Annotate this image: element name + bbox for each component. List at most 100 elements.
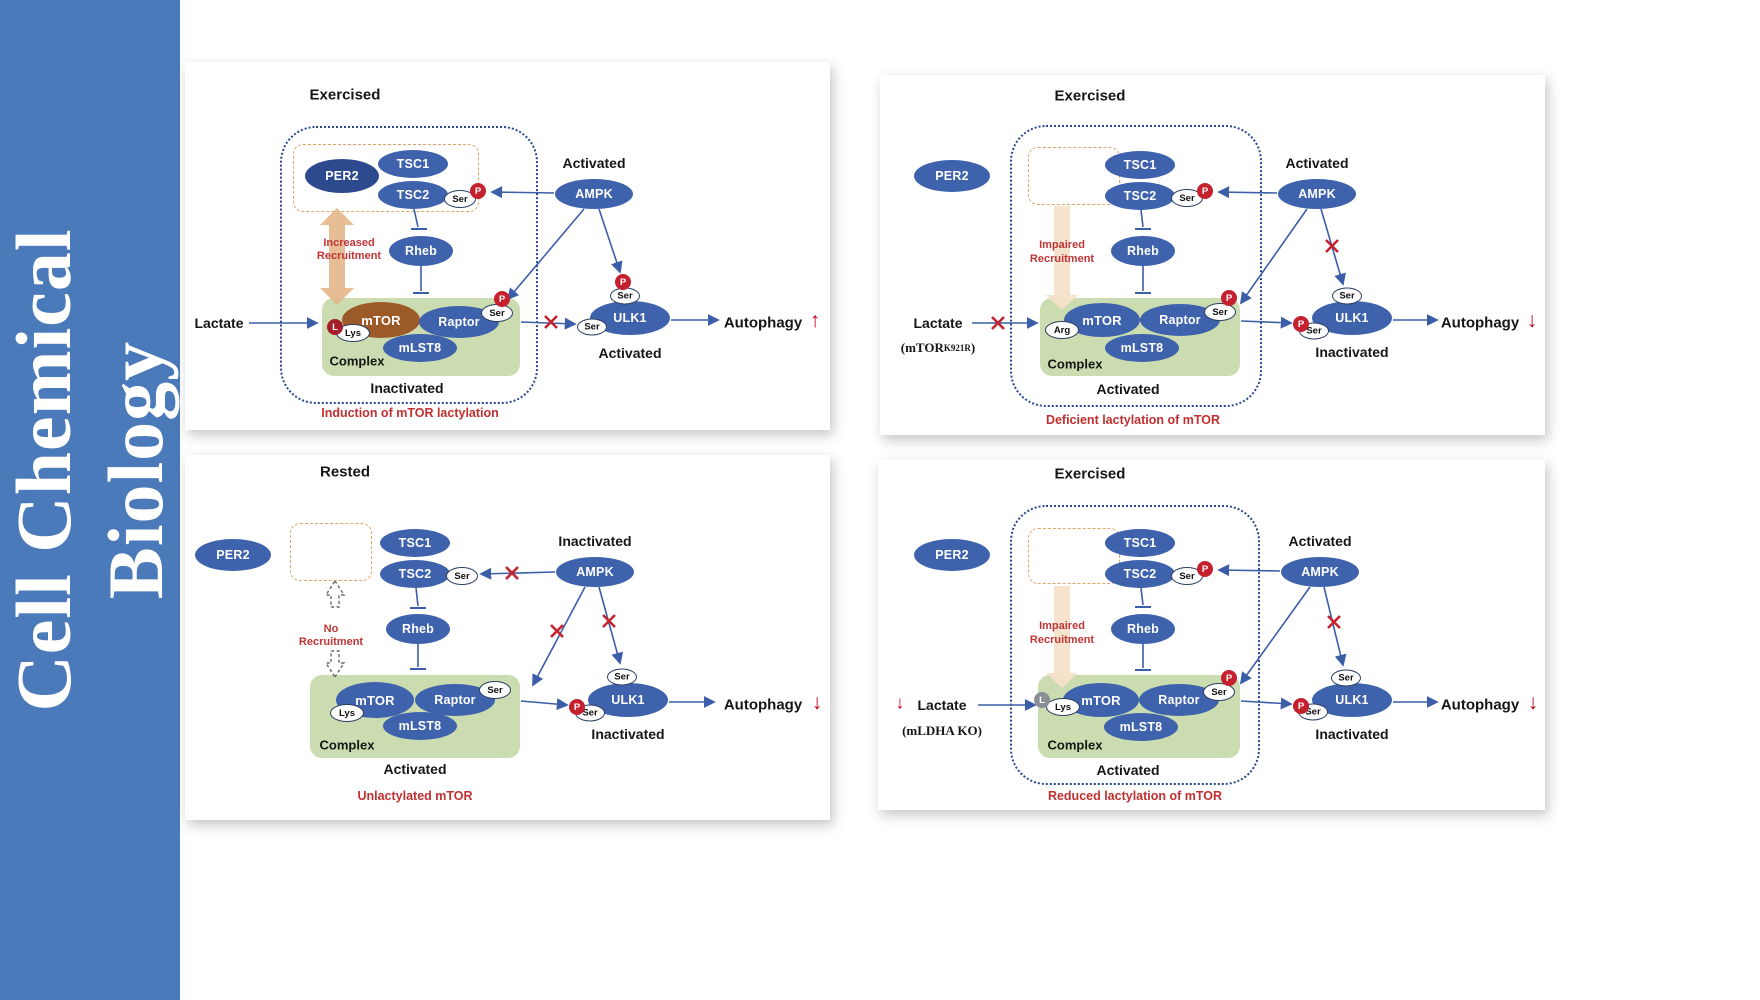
ampk-to-complex-arrow bbox=[506, 208, 585, 301]
lactate-label: Lactate bbox=[913, 315, 963, 331]
complex-label: Complex bbox=[329, 353, 385, 369]
tsc2-rheb-line bbox=[413, 208, 419, 228]
panel-title: Exercised bbox=[309, 86, 381, 104]
autophagy-label: Autophagy bbox=[723, 696, 803, 714]
ulk1-phospho-badge: P bbox=[615, 274, 631, 290]
journal-title: Cell Chemical Biology bbox=[0, 228, 182, 711]
raptor-ser-badge: Ser bbox=[481, 304, 513, 322]
panel-caption: Induction of mTOR lactylation bbox=[321, 406, 499, 420]
lys-badge: Lys bbox=[330, 704, 364, 722]
ulk1-state-label: Inactivated bbox=[1315, 344, 1389, 360]
pathway-dotted-box bbox=[1010, 505, 1260, 785]
mutant-sup: K921R bbox=[943, 342, 971, 353]
lactyl-badge: L bbox=[1034, 692, 1050, 708]
ampk-tsc2-blocked-x-icon bbox=[505, 566, 519, 580]
ulk1-ser-top-badge: Ser bbox=[1331, 669, 1361, 687]
ampk-node: AMPK bbox=[555, 179, 633, 209]
ampk-state-label: Activated bbox=[1285, 155, 1349, 171]
complex-state-label: Activated bbox=[1096, 762, 1160, 778]
journal-sidebar: Cell Chemical Biology bbox=[0, 0, 180, 1000]
complex-to-ulk1-arrow bbox=[1240, 697, 1293, 710]
complex-label: Complex bbox=[319, 737, 375, 753]
knockout-label: (mLDHA KO) bbox=[902, 723, 982, 738]
lactyl-badge: L bbox=[327, 319, 343, 335]
tsc2-rheb-line bbox=[415, 587, 419, 607]
ampk-to-tsc2-arrow bbox=[1217, 564, 1281, 577]
ampk-to-tsc2-arrow bbox=[1217, 186, 1278, 199]
recruitment-label-line2: Recruitment bbox=[298, 636, 364, 648]
ulk1-ser-top-badge: Ser bbox=[610, 287, 640, 305]
tsc2-phospho-badge: P bbox=[470, 183, 486, 199]
lactate-blocked-x-icon bbox=[991, 316, 1005, 330]
ampk-to-ulk1-arrow bbox=[598, 208, 623, 274]
ulk1-ser-left-badge: Ser bbox=[577, 318, 607, 336]
mlst8-node: mLST8 bbox=[1105, 334, 1179, 362]
raptor-phospho-badge: P bbox=[494, 291, 510, 307]
complex-state-label: Inactivated bbox=[370, 380, 444, 396]
tsc1-node: TSC1 bbox=[380, 529, 450, 557]
impaired-recruitment-arrow bbox=[1046, 206, 1078, 310]
impaired-recruitment-arrow bbox=[1046, 586, 1078, 688]
no-recruitment-down-arrow bbox=[324, 650, 346, 679]
per2-node: PER2 bbox=[914, 160, 990, 192]
recruitment-label-line1: No bbox=[323, 623, 339, 635]
recruitment-label-line2: Recruitment bbox=[1029, 634, 1095, 646]
ampk-to-ulk1-arrow bbox=[598, 586, 624, 665]
ampk-state-label: Inactivated bbox=[558, 533, 632, 549]
panel-title: Rested bbox=[319, 463, 371, 481]
autophagy-down-arrow: ↓ bbox=[1526, 309, 1538, 332]
per2-missing-dashed-box bbox=[1028, 528, 1120, 584]
rheb-node: Rheb bbox=[386, 614, 450, 644]
ampk-to-complex-arrow bbox=[532, 586, 586, 687]
panel-title: Exercised bbox=[1054, 465, 1126, 483]
raptor-ser-badge: Ser bbox=[479, 681, 511, 699]
journal-title-line1: Cell Chemical bbox=[0, 228, 87, 712]
journal-title-line2: Biology bbox=[92, 340, 179, 600]
complex-to-ulk1-arrow bbox=[520, 317, 577, 330]
blocked-x-icon bbox=[544, 315, 558, 329]
tsc2-node: TSC2 bbox=[1105, 560, 1175, 588]
tsc2-phospho-badge: P bbox=[1197, 561, 1213, 577]
ampk-to-ulk1-arrow bbox=[1323, 586, 1347, 667]
complex-state-label: Activated bbox=[383, 761, 447, 777]
per2-node: PER2 bbox=[914, 539, 990, 571]
panel-title: Exercised bbox=[1054, 87, 1126, 105]
complex-to-ulk1-arrow bbox=[1240, 316, 1293, 329]
tsc1-node: TSC1 bbox=[378, 150, 448, 178]
arg-badge: Arg bbox=[1045, 321, 1079, 339]
tsc2-phospho-badge: P bbox=[1197, 183, 1213, 199]
panel2-connectors bbox=[972, 186, 1439, 330]
ampk-to-complex-arrow bbox=[1239, 208, 1308, 305]
tsc2-ser-badge: Ser bbox=[444, 190, 476, 208]
tsc2-ser-badge: Ser bbox=[446, 567, 478, 585]
rheb-node: Rheb bbox=[1111, 614, 1175, 644]
ampk-node: AMPK bbox=[556, 557, 634, 587]
ampk-to-tsc2-arrow bbox=[479, 567, 556, 580]
raptor-node: Raptor bbox=[415, 684, 495, 716]
tsc2-node: TSC2 bbox=[378, 181, 448, 209]
ampk-state-label: Activated bbox=[1288, 533, 1352, 549]
autophagy-label: Autophagy bbox=[1440, 314, 1520, 332]
tsc2-node: TSC2 bbox=[380, 560, 450, 588]
ampk-to-tsc2-arrow bbox=[490, 186, 555, 199]
complex-label: Complex bbox=[1047, 356, 1103, 372]
mlst8-node: mLST8 bbox=[1104, 713, 1178, 741]
panel-exercised-deficient: Exercised PER2 TSC1 TSC2 Ser P AMPK Acti… bbox=[880, 75, 1545, 435]
pathway-dotted-box bbox=[1010, 125, 1262, 407]
panel-caption: Deficient lactylation of mTOR bbox=[1045, 413, 1221, 427]
panel-exercised-reduced: Exercised PER2 TSC1 TSC2 Ser P AMPK Acti… bbox=[878, 460, 1545, 810]
per2-node: PER2 bbox=[195, 539, 271, 571]
recruitment-label-line2: Recruitment bbox=[316, 250, 382, 262]
tsc2-ser-badge: Ser bbox=[1171, 567, 1203, 585]
ulk1-phospho-badge: P bbox=[1293, 316, 1309, 332]
mlst8-node: mLST8 bbox=[383, 334, 457, 362]
panel1-connectors bbox=[249, 186, 720, 330]
tsc2-node: TSC2 bbox=[1105, 182, 1175, 210]
complex-state-label: Activated bbox=[1096, 381, 1160, 397]
tsc1-node: TSC1 bbox=[1105, 151, 1175, 179]
lactate-decrease-arrow: ↓ bbox=[895, 692, 905, 713]
increased-recruitment-arrow bbox=[320, 208, 354, 305]
lactate-label: Lactate bbox=[917, 697, 967, 713]
